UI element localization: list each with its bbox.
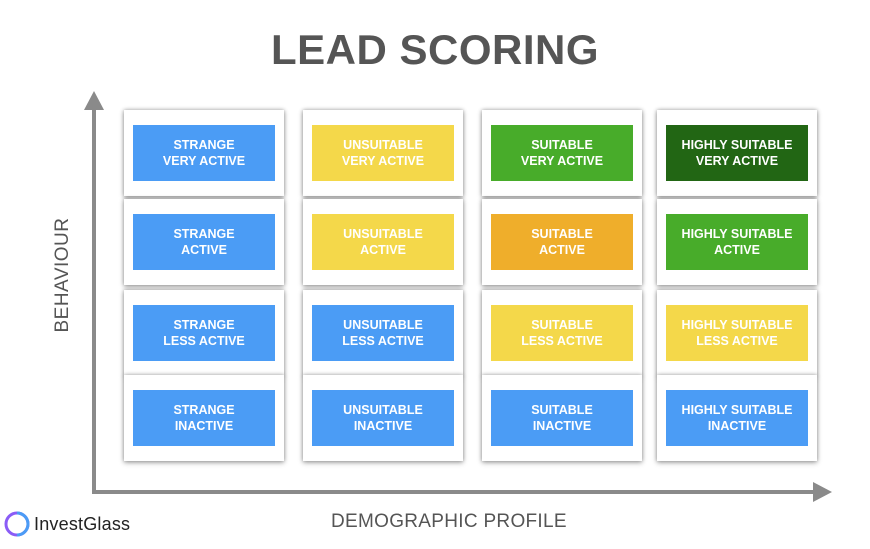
segment-label-behaviour: VERY ACTIVE — [162, 154, 246, 168]
investglass-logo-icon — [4, 511, 30, 537]
segment-box: SUITABLE VERY ACTIVE — [491, 125, 633, 181]
segment-label-profile: UNSUITABLE — [343, 227, 423, 241]
segment-label-behaviour: LESS ACTIVE — [696, 334, 778, 348]
segment-box: STRANGE VERY ACTIVE — [133, 125, 275, 181]
segment-label-behaviour: VERY ACTIVE — [341, 154, 425, 168]
x-axis-arrow-icon — [813, 482, 832, 502]
segment-box: SUITABLE INACTIVE — [491, 390, 633, 446]
brand-name: InvestGlass — [34, 513, 131, 534]
segment-box: STRANGE ACTIVE — [133, 214, 275, 270]
segment-box: HIGHLY SUITABLE ACTIVE — [666, 214, 808, 270]
segment-label-profile: STRANGE — [173, 227, 235, 241]
segment-label-profile: UNSUITABLE — [343, 138, 423, 152]
segment-label-profile: HIGHLY SUITABLE — [681, 403, 793, 417]
segment-label-profile: HIGHLY SUITABLE — [681, 318, 793, 332]
y-axis-arrow-icon — [84, 91, 104, 110]
segment-label-behaviour: ACTIVE — [539, 243, 585, 257]
segment-box: SUITABLE ACTIVE — [491, 214, 633, 270]
segment-label-profile: UNSUITABLE — [343, 403, 423, 417]
segment-box: HIGHLY SUITABLE INACTIVE — [666, 390, 808, 446]
investglass-logo: InvestGlass — [4, 511, 130, 537]
segment-box: STRANGE LESS ACTIVE — [133, 305, 275, 361]
segment-box: SUITABLE LESS ACTIVE — [491, 305, 633, 361]
segment-box: STRANGE INACTIVE — [133, 390, 275, 446]
segment-label-profile: HIGHLY SUITABLE — [681, 138, 793, 152]
segment-label-profile: HIGHLY SUITABLE — [681, 227, 793, 241]
segment-label-profile: UNSUITABLE — [343, 318, 423, 332]
segment-label-profile: STRANGE — [173, 318, 235, 332]
segment-label-behaviour: ACTIVE — [181, 243, 227, 257]
x-axis-label: DEMOGRAPHIC PROFILE — [331, 511, 567, 532]
segment-label-behaviour: VERY ACTIVE — [695, 154, 779, 168]
segment-box: HIGHLY SUITABLE VERY ACTIVE — [666, 125, 808, 181]
segment-label-behaviour: INACTIVE — [353, 419, 413, 433]
segment-label-profile: SUITABLE — [531, 227, 593, 241]
page-title: LEAD SCORING — [270, 26, 599, 73]
segment-label-behaviour: LESS ACTIVE — [521, 334, 603, 348]
segment-box: HIGHLY SUITABLE LESS ACTIVE — [666, 305, 808, 361]
segment-label-behaviour: ACTIVE — [714, 243, 760, 257]
segment-label-behaviour: INACTIVE — [174, 419, 234, 433]
segment-label-behaviour: LESS ACTIVE — [342, 334, 424, 348]
segment-label-behaviour: ACTIVE — [360, 243, 406, 257]
segment-label-profile: SUITABLE — [531, 318, 593, 332]
segment-label-behaviour: INACTIVE — [707, 419, 767, 433]
segment-label-behaviour: INACTIVE — [532, 419, 592, 433]
segment-box: UNSUITABLE VERY ACTIVE — [312, 125, 454, 181]
segment-label-behaviour: VERY ACTIVE — [520, 154, 604, 168]
segment-box: UNSUITABLE INACTIVE — [312, 390, 454, 446]
y-axis-label: BEHAVIOUR — [52, 217, 73, 333]
segment-box: UNSUITABLE ACTIVE — [312, 214, 454, 270]
segment-box: UNSUITABLE LESS ACTIVE — [312, 305, 454, 361]
segment-label-profile: STRANGE — [173, 138, 235, 152]
segment-label-profile: SUITABLE — [531, 138, 593, 152]
segment-label-profile: SUITABLE — [531, 403, 593, 417]
segment-label-behaviour: LESS ACTIVE — [163, 334, 245, 348]
segment-label-profile: STRANGE — [173, 403, 235, 417]
